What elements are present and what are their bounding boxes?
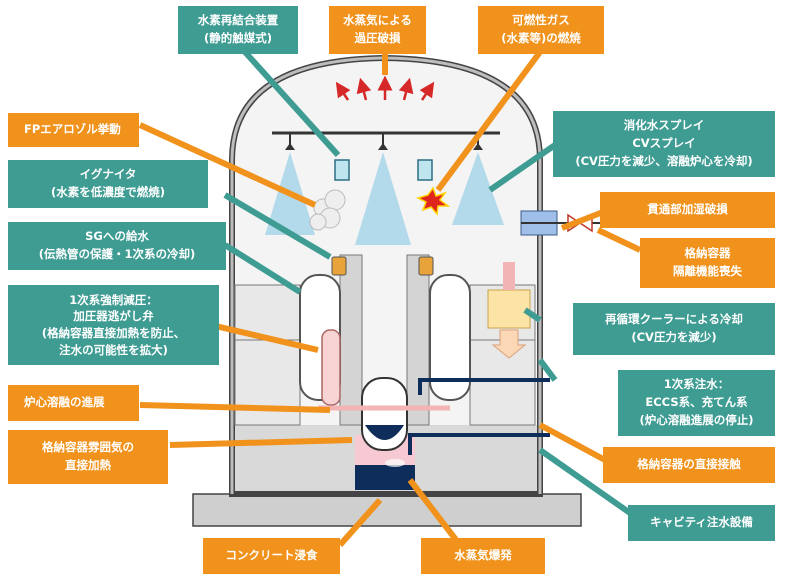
label-primary-injection: 1次系注水：ECCS系、充てん系(炉心溶融進展の停止) xyxy=(618,370,775,436)
base-slab xyxy=(192,493,582,527)
label-concrete-erosion: コンクリート浸食 xyxy=(203,538,340,574)
primary-injection-line xyxy=(418,378,550,395)
label-sg-feedwater: SGへの給水(伝熱管の保護・1次系の冷却) xyxy=(8,222,226,270)
igniter-right xyxy=(418,256,434,276)
cavity-water xyxy=(355,465,415,490)
spray-center xyxy=(355,152,411,245)
label-steam-explosion: 水蒸気爆発 xyxy=(421,538,545,574)
spray-right xyxy=(452,152,504,225)
steam-generator-right xyxy=(429,274,471,401)
label-penetration-damage: 貫通部加湿破損 xyxy=(600,192,775,228)
label-steam-overpressure: 水蒸気による過圧破損 xyxy=(329,6,426,54)
label-cavity-injection: キャビティ注水設備 xyxy=(628,505,775,541)
label-h2-recombiner: 水素再結合装置(静的触媒式) xyxy=(178,6,298,54)
label-igniter: イグナイタ(水素を低濃度で燃焼) xyxy=(8,160,208,208)
label-core-melt-progress: 炉心溶融の進展 xyxy=(8,385,139,421)
recombiner-right xyxy=(417,159,433,181)
label-dch: 格納容器雰囲気の直接加熱 xyxy=(8,430,168,484)
aerosol-cloud xyxy=(309,189,346,231)
igniter-left xyxy=(331,256,347,276)
label-primary-depressurize: 1次系強制減圧：加圧器逃がし弁 (格納容器直接加熱を防止、注水の可能性を拡大) xyxy=(8,285,219,365)
recombiner-left xyxy=(334,159,350,181)
label-fp-aerosol: FPエアロゾル挙動 xyxy=(8,113,139,147)
recirculation-cooler xyxy=(487,289,531,329)
combustion-burst xyxy=(415,186,451,216)
overpressure-arrows xyxy=(335,75,435,101)
label-recirc-cooler: 再循環クーラーによる冷却(CV圧力を減少) xyxy=(573,303,775,355)
cavity-injection-line xyxy=(408,433,550,455)
pressurizer xyxy=(321,329,341,406)
label-combustible-gas: 可燃性ガス(水素等)の燃焼 xyxy=(478,6,604,54)
label-direct-contact: 格納容器の直接接触 xyxy=(603,447,775,483)
label-isolation-failure: 格納容器隔離機能喪失 xyxy=(640,238,775,288)
